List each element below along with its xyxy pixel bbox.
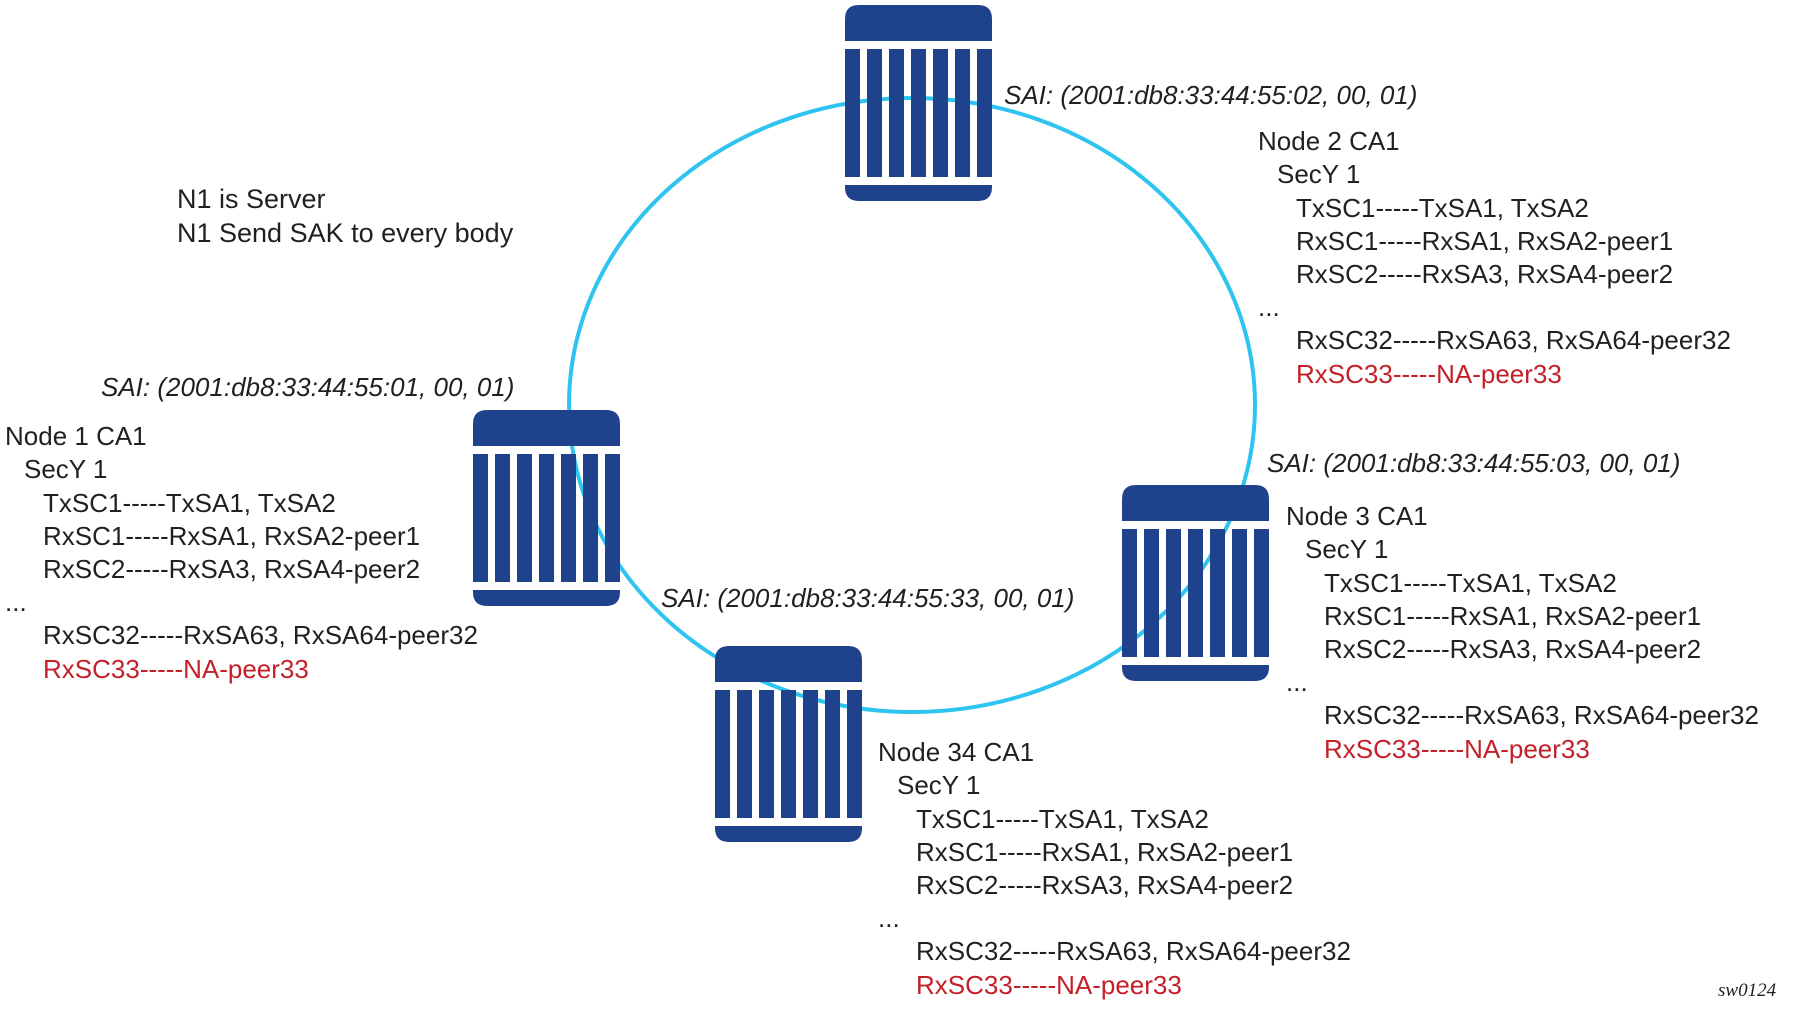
node34-secy: SecY 1 [897, 770, 981, 801]
sai-label-node1: SAI: (2001:db8:33:44:55:01, 00, 01) [101, 372, 515, 402]
server-note: N1 is Server N1 Send SAK to every body [177, 182, 513, 250]
node3-rxsc32: RxSC32-----RxSA63, RxSA64-peer32 [1324, 700, 1759, 731]
node1-txsc: TxSC1-----TxSA1, TxSA2 [43, 487, 336, 518]
node2-config: Node 2 CA1 SecY 1 TxSC1-----TxSA1, TxSA2… [1258, 125, 1731, 391]
node2-ellipsis: ... [1258, 292, 1280, 323]
node34-rxsc2: RxSC2-----RxSA3, RxSA4-peer2 [916, 870, 1294, 901]
node34-ellipsis: ... [878, 903, 900, 934]
node3-ca: Node 3 CA1 [1286, 501, 1428, 531]
router-icon-node34[interactable] [715, 646, 862, 842]
node2-rxsc2: RxSC2-----RxSA3, RxSA4-peer2 [1296, 259, 1674, 290]
sai-label-node3: SAI: (2001:db8:33:44:55:03, 00, 01) [1267, 448, 1681, 478]
router-icon-node3[interactable] [1122, 485, 1269, 681]
router-icon-node2[interactable] [845, 5, 992, 201]
node34-rxsc1: RxSC1-----RxSA1, RxSA2-peer1 [916, 836, 1294, 867]
figure-id: sw0124 [1718, 980, 1777, 1001]
node2-txsc: TxSC1-----TxSA1, TxSA2 [1296, 192, 1589, 223]
node1-rxsc32: RxSC32-----RxSA63, RxSA64-peer32 [43, 620, 478, 651]
node34-txsc: TxSC1-----TxSA1, TxSA2 [916, 803, 1209, 834]
node1-rxsc1: RxSC1-----RxSA1, RxSA2-peer1 [43, 520, 421, 551]
node2-secy: SecY 1 [1277, 159, 1361, 190]
node34-rxsc33: RxSC33-----NA-peer33 [916, 969, 1182, 1000]
node2-rxsc32: RxSC32-----RxSA63, RxSA64-peer32 [1296, 325, 1731, 356]
node1-ca: Node 1 CA1 [5, 421, 147, 451]
server-note-line1: N1 is Server [177, 184, 326, 214]
node3-config: Node 3 CA1 SecY 1 TxSC1-----TxSA1, TxSA2… [1286, 500, 1759, 766]
sai-label-node2: SAI: (2001:db8:33:44:55:02, 00, 01) [1004, 80, 1418, 110]
node3-rxsc1: RxSC1-----RxSA1, RxSA2-peer1 [1324, 600, 1702, 631]
node1-rxsc2: RxSC2-----RxSA3, RxSA4-peer2 [43, 554, 421, 585]
node3-txsc: TxSC1-----TxSA1, TxSA2 [1324, 567, 1617, 598]
node2-ca: Node 2 CA1 [1258, 126, 1400, 156]
node1-ellipsis: ... [5, 587, 27, 618]
node1-secy: SecY 1 [24, 454, 108, 485]
node2-rxsc33: RxSC33-----NA-peer33 [1296, 358, 1562, 389]
node3-rxsc2: RxSC2-----RxSA3, RxSA4-peer2 [1324, 634, 1702, 665]
node34-ca: Node 34 CA1 [878, 737, 1035, 767]
router-icon-node1[interactable] [473, 410, 620, 606]
node34-rxsc32: RxSC32-----RxSA63, RxSA64-peer32 [916, 936, 1351, 967]
node3-ellipsis: ... [1286, 667, 1308, 698]
node3-secy: SecY 1 [1305, 534, 1389, 565]
node1-config: Node 1 CA1 SecY 1 TxSC1-----TxSA1, TxSA2… [5, 420, 478, 686]
node34-config: Node 34 CA1 SecY 1 TxSC1-----TxSA1, TxSA… [878, 736, 1351, 1002]
node2-rxsc1: RxSC1-----RxSA1, RxSA2-peer1 [1296, 225, 1674, 256]
node1-rxsc33: RxSC33-----NA-peer33 [43, 653, 309, 684]
sai-label-node34: SAI: (2001:db8:33:44:55:33, 00, 01) [661, 583, 1075, 613]
server-note-line2: N1 Send SAK to every body [177, 218, 514, 248]
node3-rxsc33: RxSC33-----NA-peer33 [1324, 733, 1590, 764]
